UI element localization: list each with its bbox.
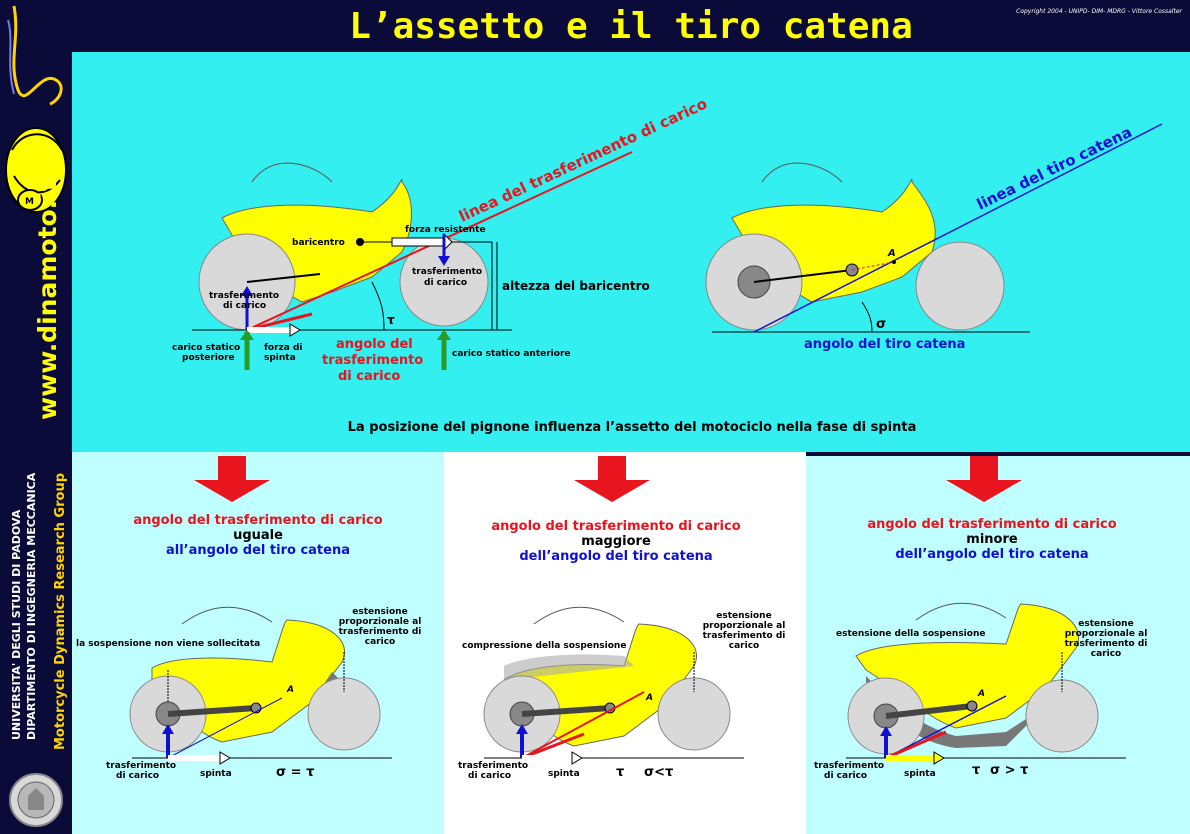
case2-ext-3: trasferimento di	[703, 631, 786, 641]
case2-tau: τ	[616, 765, 624, 780]
logo-squiggle-icon	[12, 5, 63, 106]
case1-line2: uguale	[233, 528, 283, 543]
angolo-label-3: di carico	[338, 369, 400, 384]
case3-trasf-2: di carico	[824, 771, 867, 781]
left-motorcycle	[192, 151, 633, 370]
carico-post-label-1: carico statico	[172, 343, 240, 353]
case-smaller-panel: angolo del trasferimento di carico minor…	[806, 456, 1190, 834]
sidebar: M www.dinamoto.it UNIVERSITA' DEGLI STUD…	[0, 0, 72, 834]
forza-spinta-label-1: forza di	[264, 343, 303, 353]
chain-pull-line	[753, 123, 1163, 333]
case-smaller-diagram: angolo del trasferimento di carico minor…	[814, 456, 1148, 781]
case2-motorcycle	[483, 606, 744, 765]
case1-ext-2: proporzionale al	[339, 617, 422, 627]
case3-tau: τ	[972, 763, 980, 778]
case-equal-panel: angolo del trasferimento di carico ugual…	[72, 452, 444, 834]
case3-ext-3: trasferimento di	[1065, 639, 1148, 649]
trasf-front-label-1: trasferimento	[412, 267, 482, 277]
case3-motorcycle	[846, 602, 1126, 765]
carico-post-label-2: posteriore	[182, 353, 235, 363]
case3-ext-2: proporzionale al	[1065, 629, 1148, 639]
case1-trasf-1: trasferimento	[106, 761, 176, 771]
case-greater-diagram: angolo del trasferimento di carico maggi…	[458, 456, 786, 781]
website-text: www.dinamoto.it	[33, 179, 62, 420]
group-text: Motorcycle Dynamics Research Group	[53, 473, 68, 750]
case2-spinta: spinta	[548, 769, 580, 779]
copyright-text: Copyright 2004 - UNIPD- DIM- MDRG - Vitt…	[1016, 8, 1182, 15]
top-diagrams: linea del trasferimento di carico barice…	[172, 95, 1163, 435]
case2-line2: maggiore	[581, 534, 651, 549]
down-arrow-icon	[194, 456, 270, 502]
case3-line3: dell’angolo del tiro catena	[895, 547, 1088, 562]
university-line1: UNIVERSITA' DEGLI STUDI DI PADOVA	[10, 509, 23, 740]
case2-trasf-2: di carico	[468, 771, 511, 781]
load-transfer-line-label: linea del trasferimento di carico	[456, 95, 710, 226]
case3-line1: angolo del trasferimento di carico	[867, 517, 1116, 532]
case1-ext-4: carico	[365, 637, 395, 647]
case1-ext-1: estensione	[352, 607, 407, 617]
point-a-label: A	[887, 248, 896, 259]
case-equal-diagram: angolo del trasferimento di carico ugual…	[76, 456, 422, 781]
case3-ext-4: carico	[1091, 649, 1121, 659]
case2-point-a: A	[645, 693, 653, 703]
case2-line3: dell’angolo del tiro catena	[519, 549, 712, 564]
trasf-rear-label-1: trasferimento	[209, 291, 279, 301]
helmet-logo-icon: M	[5, 127, 67, 213]
trasf-front-label-2: di carico	[424, 278, 467, 288]
case3-point-a: A	[977, 689, 985, 699]
case3-note: estensione della sospensione	[836, 629, 985, 639]
case3-spinta: spinta	[904, 769, 936, 779]
title-bar: L’assetto e il tiro catena Copyright 200…	[72, 0, 1190, 52]
angolo-label-1: angolo del	[336, 337, 413, 352]
case2-ext-4: carico	[729, 641, 759, 651]
case2-line1: angolo del trasferimento di carico	[491, 519, 740, 534]
forza-spinta-label-2: spinta	[264, 353, 296, 363]
case2-relation: σ<τ	[644, 765, 673, 780]
svg-text:M: M	[25, 197, 34, 207]
case1-line3: all’angolo del tiro catena	[166, 543, 350, 558]
tau-label: τ	[387, 313, 395, 327]
baricentro-icon	[356, 238, 364, 246]
case1-trasf-2: di carico	[116, 771, 159, 781]
page-title: L’assetto e il tiro catena	[349, 6, 913, 47]
case1-point-a: A	[286, 685, 294, 695]
altezza-label: altezza del baricentro	[502, 279, 650, 293]
university-seal-icon	[9, 773, 63, 827]
university-line2: DIPARTIMENTO DI INGEGNERIA MECCANICA	[25, 472, 38, 740]
down-arrow-icon	[574, 456, 650, 502]
case3-relation: σ > τ	[990, 763, 1028, 778]
chain-pull-line-label: linea del tiro catena	[974, 123, 1135, 214]
down-arrow-icon	[946, 456, 1022, 502]
forza-resistente-label: forza resistente	[405, 225, 486, 235]
baricentro-label: baricentro	[292, 238, 345, 248]
angolo-label-2: trasferimento	[322, 353, 423, 368]
caption-text: La posizione del pignone influenza l’ass…	[348, 420, 917, 435]
case2-trasf-1: trasferimento	[458, 761, 528, 771]
case3-trasf-1: trasferimento	[814, 761, 884, 771]
top-diagram-panel: linea del trasferimento di carico barice…	[72, 52, 1190, 452]
case3-line2: minore	[966, 532, 1018, 547]
case1-line1: angolo del trasferimento di carico	[133, 513, 382, 528]
trasf-rear-label-2: di carico	[223, 301, 266, 311]
case3-ext-1: estensione	[1078, 619, 1133, 629]
case1-ext-3: trasferimento di	[339, 627, 422, 637]
case-greater-panel: angolo del trasferimento di carico maggi…	[444, 452, 806, 834]
case2-note: compressione della sospensione	[462, 641, 626, 651]
sigma-label: σ	[876, 317, 886, 332]
case2-ext-2: proporzionale al	[703, 621, 786, 631]
carico-ant-label: carico statico anteriore	[452, 349, 571, 359]
case1-note: la sospensione non viene sollecitata	[76, 639, 260, 649]
sidebar-graphics: M www.dinamoto.it UNIVERSITA' DEGLI STUD…	[5, 5, 68, 827]
case2-ext-1: estensione	[716, 611, 771, 621]
case1-spinta: spinta	[200, 769, 232, 779]
case1-motorcycle	[129, 606, 392, 765]
case1-relation: σ = τ	[276, 765, 314, 780]
chain-angle-label: angolo del tiro catena	[804, 337, 965, 352]
right-motorcycle	[705, 123, 1163, 333]
